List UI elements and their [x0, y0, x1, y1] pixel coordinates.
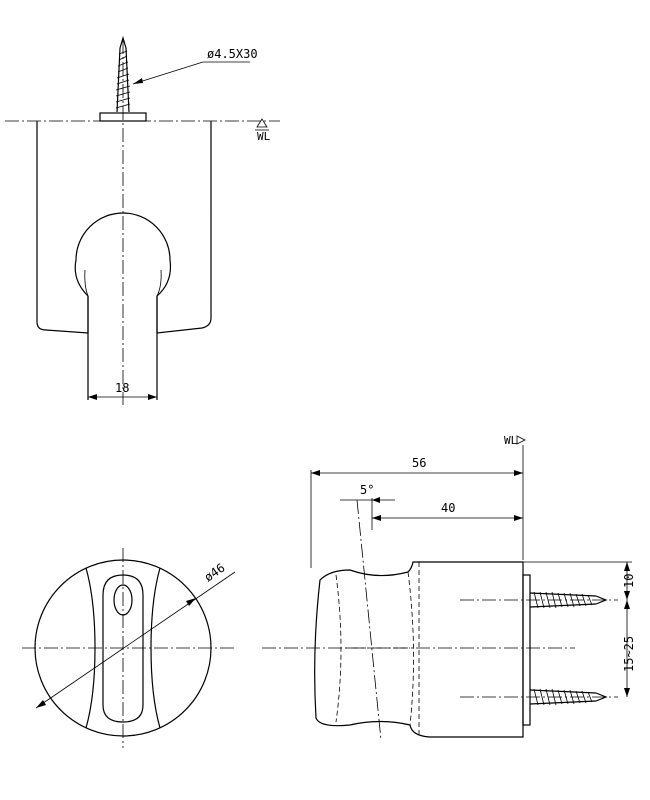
- dim-46-label: ø46: [202, 561, 228, 585]
- dim-56-label: 56: [412, 456, 426, 470]
- dim-18-label: 18: [115, 381, 129, 395]
- side-screw-lower: [460, 688, 618, 706]
- slot-hole: [113, 584, 133, 616]
- wl-side-icon: [516, 435, 526, 445]
- holder-body: [36, 121, 212, 334]
- hidden-left: [335, 574, 342, 723]
- rail-left-outer: [85, 567, 96, 729]
- screw-spec-label: ø4.5X30: [207, 47, 258, 61]
- screw: [99, 35, 147, 122]
- side-view: WL 56 5° 40: [262, 434, 636, 741]
- dim-46-line: [35, 571, 236, 709]
- body-fillet-right: [156, 269, 162, 297]
- wl-side-label: WL: [504, 434, 518, 447]
- body-fillet: [84, 269, 89, 297]
- wall-plate: [522, 574, 531, 726]
- tilt-axis: [356, 499, 382, 741]
- dim-15-25-label: 15~25: [622, 636, 636, 672]
- dim-10-label: 10: [622, 574, 636, 588]
- side-screw-upper: [460, 591, 618, 609]
- rail-right-outer: [150, 567, 161, 729]
- angle-5-label: 5°: [360, 483, 374, 497]
- hidden-right: [407, 571, 414, 726]
- front-view: ø4.5X30 WL 18: [5, 35, 280, 405]
- wl-top-label: WL: [257, 130, 271, 143]
- slot-outline: [102, 574, 144, 723]
- end-view: ø46: [22, 548, 236, 748]
- side-body: [314, 561, 524, 738]
- wl-symbol-icon: [256, 118, 268, 128]
- dim-40-label: 40: [441, 501, 455, 515]
- screw-leader: [132, 61, 204, 85]
